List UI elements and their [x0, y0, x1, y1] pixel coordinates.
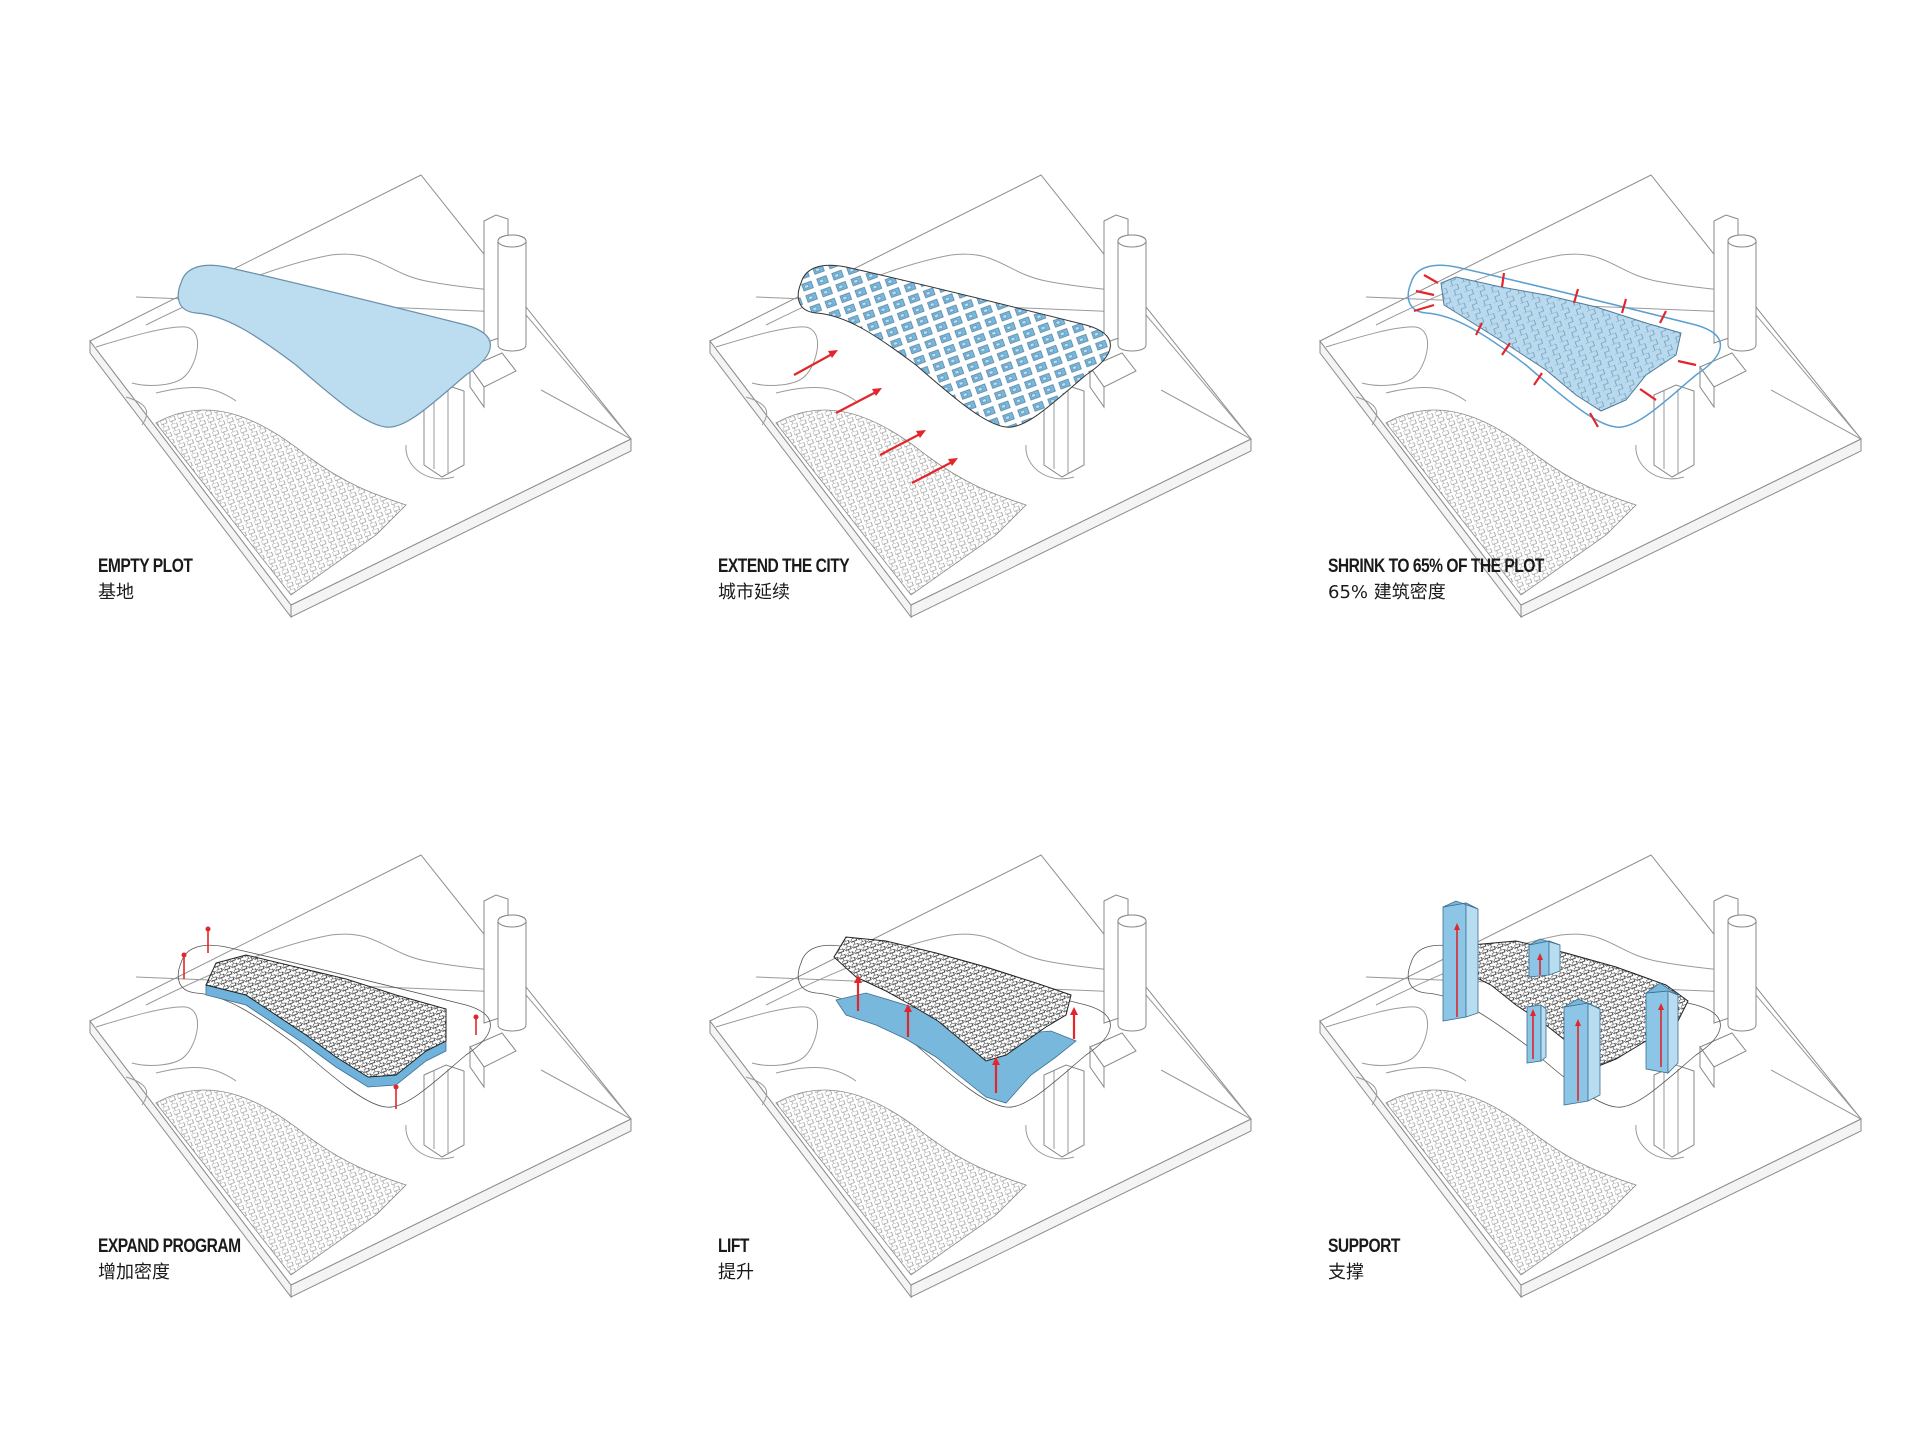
panel-expand-program: EXPAND PROGRAM 增加密度 — [86, 845, 646, 1298]
caption: LIFT 提升 — [718, 1235, 756, 1285]
panel-title: SUPPORT — [1328, 1236, 1400, 1257]
plot-outline — [1407, 264, 1722, 428]
lifted-mass — [833, 936, 1072, 1062]
panel-subtitle: 提升 — [718, 1262, 754, 1283]
caption: SUPPORT 支撑 — [1328, 1235, 1416, 1285]
shrink-diagram — [1319, 174, 1862, 618]
lift-arrows — [854, 975, 1078, 1093]
panel-subtitle: 增加密度 — [98, 1262, 170, 1283]
panel-title: LIFT — [718, 1236, 749, 1257]
caption: EXPAND PROGRAM 增加密度 — [98, 1235, 272, 1285]
plot-blocks — [797, 264, 1111, 428]
panel-shrink-to-65: SHRINK TO 65% OF THE PLOT 65% 建筑密度 — [1316, 165, 1876, 618]
panel-title: EXPAND PROGRAM — [98, 1236, 241, 1257]
support-diagram — [1319, 854, 1862, 1298]
panel-title: EMPTY PLOT — [98, 556, 193, 577]
caption: EXTEND THE CITY 城市延续 — [718, 555, 878, 605]
empty-plot-diagram — [89, 174, 632, 618]
shrink-arrows — [1413, 272, 1697, 428]
panel-subtitle: 基地 — [98, 582, 134, 603]
caption: EMPTY PLOT 基地 — [98, 555, 213, 605]
panel-subtitle: 65% 建筑密度 — [1328, 582, 1446, 603]
extend-city-diagram — [709, 174, 1252, 618]
lift-diagram — [709, 854, 1252, 1298]
support-towers — [1442, 900, 1679, 1106]
support-arrows — [1454, 923, 1664, 1101]
panel-lift: LIFT 提升 — [706, 845, 1266, 1298]
expanded-mass-top — [205, 954, 447, 1078]
panel-empty-plot: EMPTY PLOT 基地 — [86, 165, 646, 618]
panel-subtitle: 支撑 — [1328, 1262, 1364, 1283]
shrunk-mass — [1440, 276, 1682, 412]
caption: SHRINK TO 65% OF THE PLOT 65% 建筑密度 — [1328, 555, 1591, 605]
extend-arrows — [793, 350, 958, 484]
plot-area — [177, 264, 491, 428]
panel-title: SHRINK TO 65% OF THE PLOT — [1328, 556, 1544, 577]
expand-arrows — [181, 926, 479, 1109]
panel-subtitle: 城市延续 — [718, 582, 790, 603]
expand-program-diagram — [89, 854, 632, 1298]
panel-title: EXTEND THE CITY — [718, 556, 850, 577]
panel-extend-the-city: EXTEND THE CITY 城市延续 — [706, 165, 1266, 618]
panel-support: SUPPORT 支撑 — [1316, 845, 1876, 1298]
